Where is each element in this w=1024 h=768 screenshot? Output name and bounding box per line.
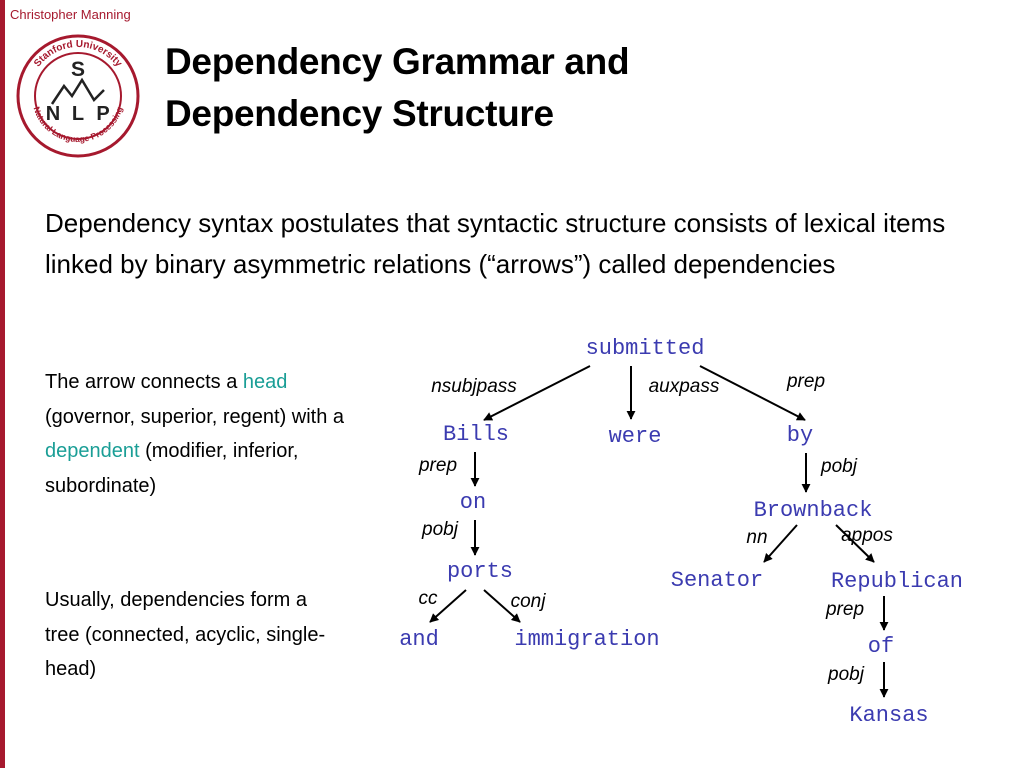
- head-term: head: [242, 371, 288, 393]
- arrow-explanation: The arrow connects a head (governor, sup…: [45, 365, 345, 503]
- word-bills: Bills: [443, 422, 509, 447]
- author-name: Christopher Manning: [10, 7, 131, 22]
- svg-text:N: N: [46, 103, 60, 125]
- label-pobj-kansas: pobj: [827, 664, 865, 685]
- edge-prep-by: [699, 365, 806, 421]
- label-nn: nn: [746, 527, 767, 548]
- word-and: and: [399, 627, 439, 652]
- word-kansas: Kansas: [849, 703, 928, 728]
- label-prep-on: prep: [418, 455, 457, 476]
- edge-cc: [429, 589, 467, 623]
- arrow-text-2: (governor, superior, regent) with a: [45, 405, 345, 428]
- word-submitted: submitted: [586, 336, 705, 361]
- label-prep-by: prep: [786, 371, 825, 392]
- intro-paragraph: Dependency syntax postulates that syntac…: [45, 208, 946, 279]
- left-accent-bar: [0, 0, 5, 768]
- word-ports: ports: [447, 559, 513, 584]
- label-conj: conj: [511, 591, 547, 612]
- word-were: were: [609, 424, 662, 449]
- label-pobj-brownback: pobj: [820, 456, 858, 477]
- title-line-2: Dependency Structure: [165, 93, 554, 134]
- label-appos: appos: [841, 525, 893, 546]
- svg-text:L: L: [72, 103, 84, 125]
- edge-nn: [763, 524, 798, 563]
- edge-conj: [483, 589, 521, 623]
- word-republican: Republican: [831, 569, 963, 594]
- word-senator: Senator: [671, 568, 763, 593]
- word-of: of: [868, 634, 894, 659]
- label-nsubjpass: nsubjpass: [431, 376, 517, 397]
- word-immigration: immigration: [514, 627, 659, 652]
- label-pobj-ports: pobj: [421, 519, 459, 540]
- title-line-1: Dependency Grammar and: [165, 41, 630, 82]
- slide-title: Dependency Grammar and Dependency Struct…: [165, 36, 630, 140]
- arrow-text-3: (modifier, inferior, subordinate): [45, 440, 299, 497]
- svg-text:S: S: [71, 58, 85, 81]
- svg-text:P: P: [96, 103, 109, 125]
- word-on: on: [460, 490, 486, 515]
- edge-nsubjpass: [483, 365, 591, 421]
- stanford-nlp-logo: Stanford University Natural Language Pro…: [16, 34, 140, 158]
- edge-appos: [835, 524, 875, 563]
- tree-explanation: Usually, dependencies form a tree (conne…: [45, 589, 326, 680]
- dependent-term: dependent: [45, 440, 140, 462]
- label-prep-of: prep: [825, 599, 864, 620]
- label-auxpass: auxpass: [649, 376, 720, 397]
- word-brownback: Brownback: [754, 498, 873, 523]
- arrow-text-1: The arrow connects a: [45, 371, 243, 393]
- word-by: by: [787, 423, 813, 448]
- label-cc: cc: [419, 588, 439, 609]
